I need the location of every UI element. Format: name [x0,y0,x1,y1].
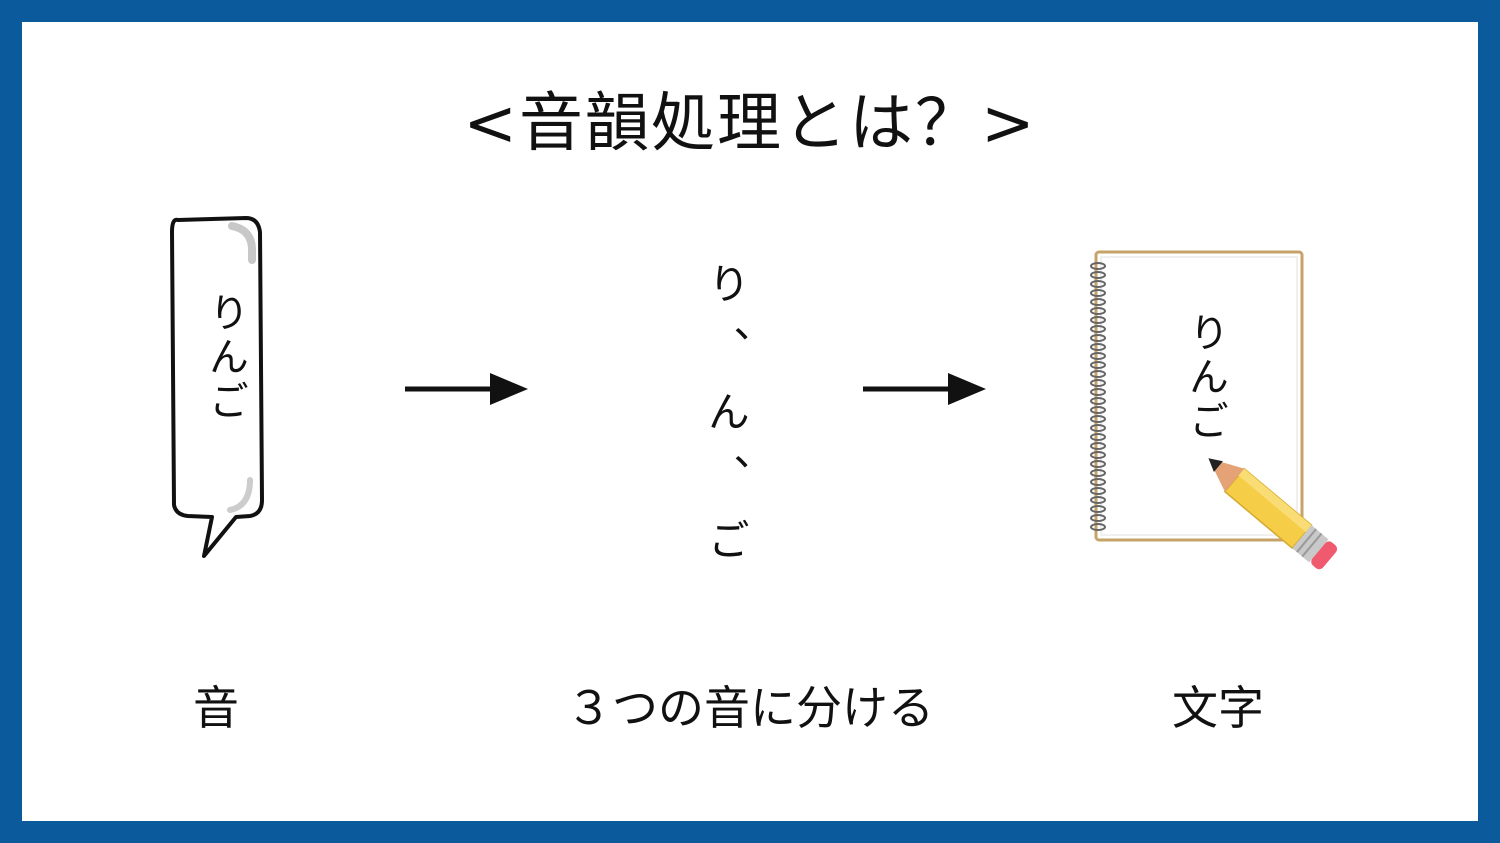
spiral-ring [1090,478,1106,486]
bubble-word: りんご [202,292,248,424]
caption-split: ３つの音に分ける [566,681,934,735]
arrow-right-icon [405,373,528,405]
spiral-ring [1090,325,1106,333]
caption-sound: 音 [193,681,239,735]
split-sounds: り、ん、ご [701,262,751,582]
spiral-ring [1090,343,1106,351]
spiral-ring [1090,361,1106,369]
notebook-word: りんご [1182,312,1228,444]
spiral-ring [1090,352,1106,360]
spiral-ring [1090,496,1106,504]
spiral-ring [1090,406,1106,414]
spiral-ring [1090,388,1106,396]
spiral-ring [1090,415,1106,423]
spiral-ring [1090,280,1106,288]
spiral-ring [1090,523,1106,531]
spiral-ring [1090,514,1106,522]
spiral-ring [1090,289,1106,297]
slide-title: <音韻処理とは？> [463,87,1037,161]
caption-letters: 文字 [1172,681,1264,735]
spiral-ring [1090,487,1106,495]
speech-bubble-icon [170,216,264,558]
arrow-right-icon [863,373,986,405]
spiral-ring [1090,433,1106,441]
spiral-ring [1090,307,1106,315]
spiral-ring [1090,370,1106,378]
spiral-ring [1090,271,1106,279]
spiral-ring [1090,397,1106,405]
spiral-ring [1090,424,1106,432]
spiral-ring [1090,469,1106,477]
spiral-ring [1090,442,1106,450]
spiral-ring [1090,298,1106,306]
spiral-ring [1090,460,1106,468]
spiral-ring [1090,316,1106,324]
spiral-ring [1090,262,1106,270]
spiral-ring [1090,451,1106,459]
spiral-ring [1090,379,1106,387]
spiral-ring [1090,334,1106,342]
spiral-ring [1090,505,1106,513]
pencil-icon [1208,458,1338,570]
